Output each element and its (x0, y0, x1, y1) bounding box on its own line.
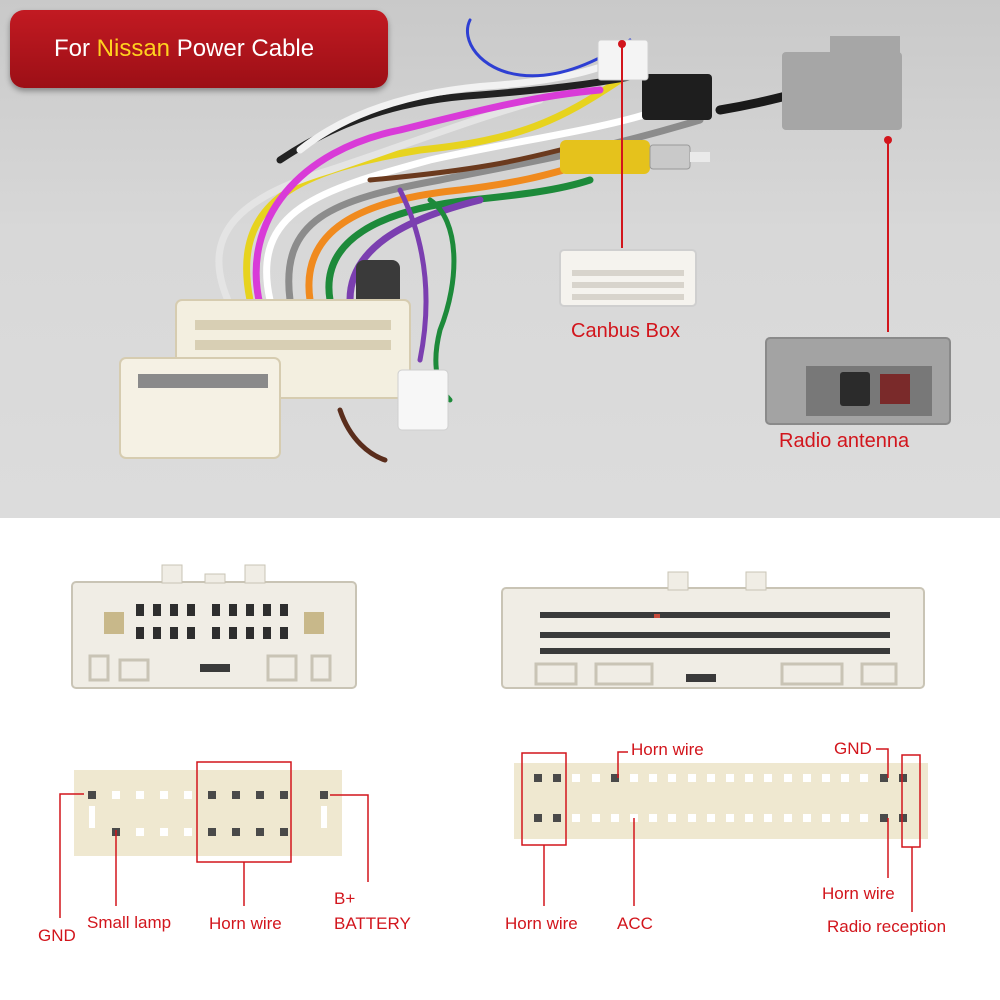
connector-pin (160, 791, 168, 799)
connector-pin (630, 774, 638, 782)
connector-pin (860, 774, 868, 782)
connector-pin (112, 791, 120, 799)
connector-pin (280, 828, 288, 836)
b-plus-label: B+ (334, 889, 356, 908)
connector-pin (232, 791, 240, 799)
horn-wire-label-bottom-left: Horn wire (505, 914, 578, 933)
right-pinout-diagram (514, 748, 928, 912)
banner-title: For Nissan Power Cable (54, 35, 315, 62)
connector-pin (136, 791, 144, 799)
connector-pin (572, 814, 580, 822)
connector-pin (649, 774, 657, 782)
connector-pin (899, 814, 907, 822)
horn-wire-label-top: Horn wire (631, 740, 704, 759)
connector-pin (611, 774, 619, 782)
right-connector-face (501, 571, 925, 689)
gnd-label-right: GND (834, 739, 872, 758)
connector-pin (764, 774, 772, 782)
connector-pin (784, 774, 792, 782)
connector-pin (553, 774, 561, 782)
connector-pin (592, 814, 600, 822)
connector-pin (256, 791, 264, 799)
connector-pin (256, 828, 264, 836)
horn-wire-label-left: Horn wire (209, 914, 282, 933)
cable-harness-illustration (119, 18, 951, 463)
connector-pin (745, 774, 753, 782)
title-banner: For Nissan Power Cable (10, 10, 388, 88)
connector-pin (860, 814, 868, 822)
connector-latch (321, 806, 327, 828)
connector-pin (745, 814, 753, 822)
connector-pin (184, 828, 192, 836)
connector-pin (880, 814, 888, 822)
battery-label: BATTERY (334, 914, 411, 933)
connector-pin (592, 774, 600, 782)
connector-pin (822, 774, 830, 782)
connector-pin (841, 774, 849, 782)
connector-pin (320, 791, 328, 799)
canbus-box-label: Canbus Box (571, 320, 680, 342)
connector-pin (136, 828, 144, 836)
brand-name: Nissan (96, 35, 171, 62)
connector-pin (611, 814, 619, 822)
horn-wire-label-bottom-right: Horn wire (822, 884, 895, 903)
connector-pin (649, 814, 657, 822)
connector-pin (280, 791, 288, 799)
connector-pin (822, 814, 830, 822)
connector-pin (208, 791, 216, 799)
connector-pin (803, 814, 811, 822)
radio-reception-label: Radio reception (827, 917, 947, 936)
connector-pin (899, 774, 907, 782)
connector-pin (553, 814, 561, 822)
connector-pin (88, 791, 96, 799)
connector-pin (534, 814, 542, 822)
connector-pin (232, 828, 240, 836)
product-photo: For Nissan Power Cable Canbus Box Radio … (0, 0, 1000, 518)
connector-pin (668, 814, 676, 822)
connector-pin (160, 828, 168, 836)
connector-pin (841, 814, 849, 822)
connector-pin (572, 774, 580, 782)
gnd-label-left: GND (38, 926, 76, 945)
connector-pin (726, 774, 734, 782)
acc-label: ACC (617, 914, 653, 933)
left-connector-face (71, 564, 357, 689)
small-lamp-label: Small lamp (87, 913, 172, 932)
connector-pin (707, 814, 715, 822)
connector-pin (688, 774, 696, 782)
connector-pin (784, 814, 792, 822)
connector-latch (89, 806, 95, 828)
connector-pin (534, 774, 542, 782)
connector-pin (880, 774, 888, 782)
connector-pin (688, 814, 696, 822)
connector-pin (668, 774, 676, 782)
connector-pin (764, 814, 772, 822)
radio-antenna-label: Radio antenna (779, 430, 910, 452)
connector-pin (726, 814, 734, 822)
connector-pin (208, 828, 216, 836)
connector-pin (803, 774, 811, 782)
connector-pin (184, 791, 192, 799)
left-pinout-diagram (59, 761, 369, 918)
connector-pin (707, 774, 715, 782)
